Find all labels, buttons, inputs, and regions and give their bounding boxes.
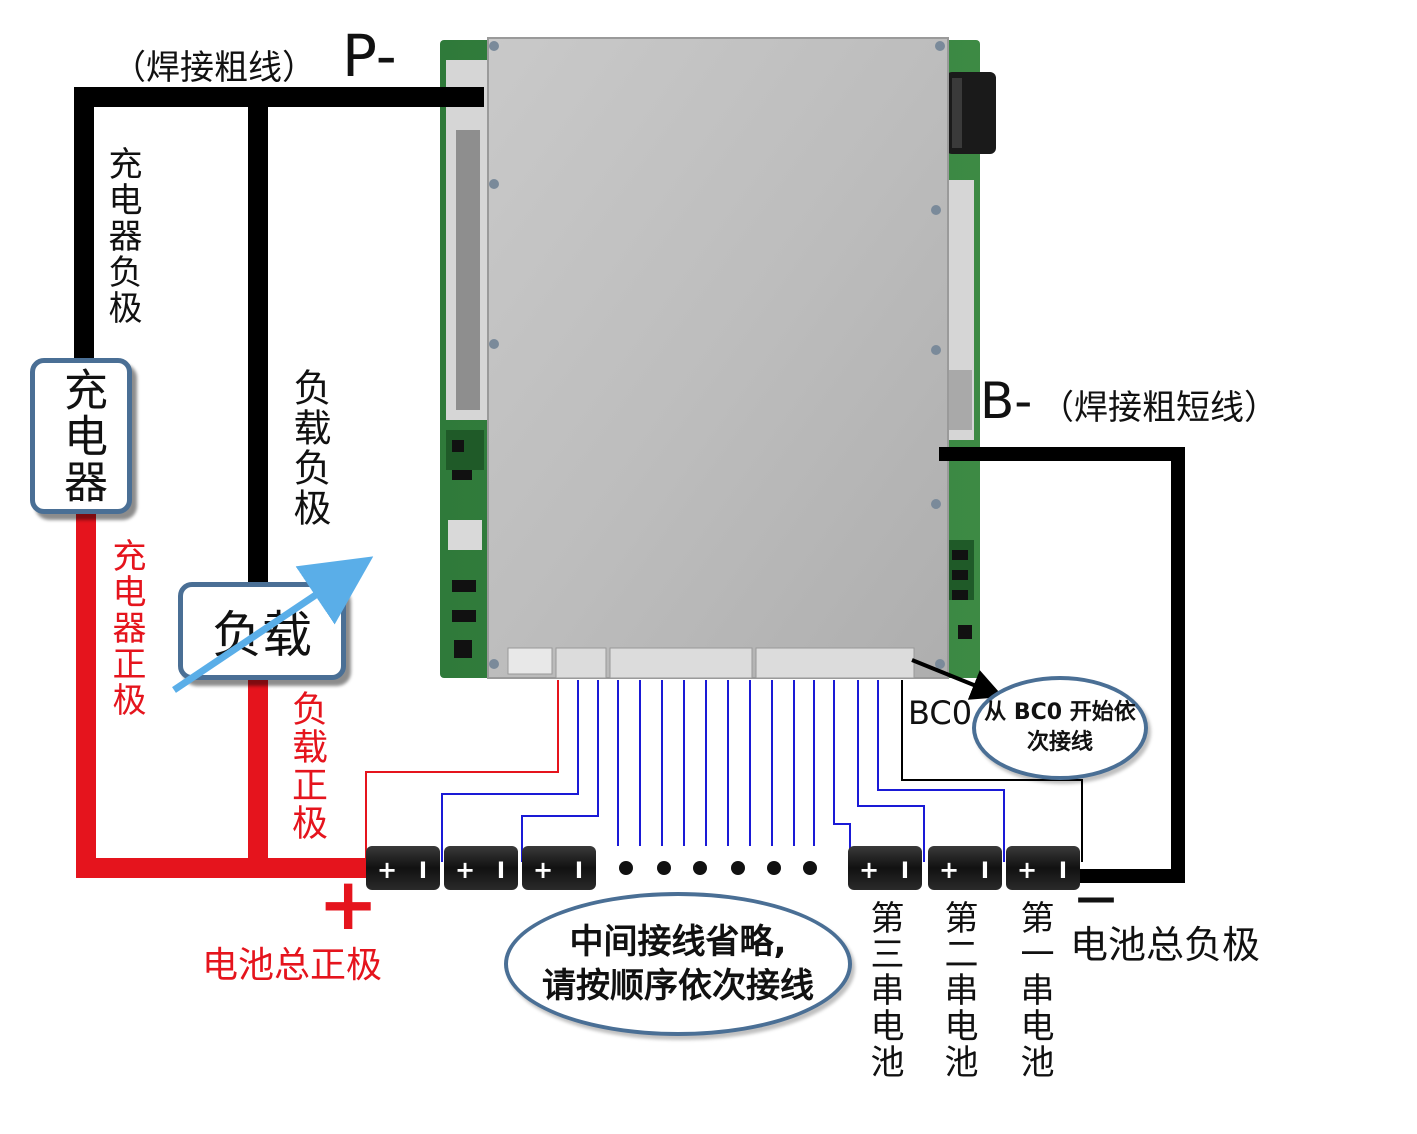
cell-plus-label: + [377,856,397,884]
cell-plus-label: + [1017,856,1037,884]
battery-cell-first-series: + I [1006,846,1080,890]
b-minus-label: B- [980,372,1033,430]
load-positive-label: 负载正极 [286,690,327,842]
load-box: 负载 [178,582,346,680]
bc0-label: BC0 [908,694,973,732]
charger-label: 充电器 [56,367,107,505]
middle-note-line-1: 中间接线省略, [569,921,787,962]
bc0-note-line-1: 从 BC0 开始依 [984,700,1136,726]
battery-total-negative-label: 电池总负极 [1070,923,1261,967]
bms-pcb-board [440,37,996,679]
battery-cell-third-series: + I [848,846,922,890]
third-series-battery-label: 第三串电池 [864,900,904,1080]
positive-wires [76,506,378,878]
cell-plus-label: + [859,856,879,884]
cell-minus-label: I [497,859,505,884]
total-positive-sign: + [318,862,379,946]
p-minus-label: P- [342,22,397,90]
cell-minus-label: I [981,859,989,884]
total-negative-sign: — [1076,875,1116,921]
battery-cell-3: + I [522,846,596,890]
charger-positive-label: 充电器正极 [106,538,146,718]
cell-minus-label: I [419,859,427,884]
second-series-battery-label: 第二串电池 [938,900,978,1080]
battery-total-positive-label: 电池总正极 [202,945,383,986]
b-minus-note: （焊接粗短线） [1040,388,1278,428]
charger-box: 充电器 [30,358,132,514]
p-minus-note: （焊接粗线） [112,48,316,88]
negative-wires [74,87,1185,883]
bc0-pointer-arrow [911,658,1004,700]
cell-plus-label: + [939,856,959,884]
omitted-cells-dots [619,861,817,875]
cell-plus-label: + [533,856,553,884]
cell-minus-label: I [901,859,909,884]
balance-wires [365,680,1083,862]
cell-plus-label: + [455,856,475,884]
bc0-note-line-2: 次接线 [1026,730,1093,755]
first-series-battery-label: 第一串电池 [1014,900,1054,1080]
cell-minus-label: I [1059,859,1067,884]
middle-wiring-note-bubble: 中间接线省略, 请按顺序依次接线 [504,892,852,1036]
middle-note-line-2: 请按顺序依次接线 [542,966,814,1006]
load-label: 负载 [212,606,312,664]
battery-cell-second-series: + I [928,846,1002,890]
charger-negative-label: 充电器负极 [102,146,142,326]
battery-cell-2: + I [444,846,518,890]
bc0-note-bubble: 从 BC0 开始依 次接线 [972,676,1148,780]
battery-cell-1: + I [366,846,440,890]
cell-minus-label: I [575,859,583,884]
load-negative-label: 负载负极 [287,368,331,528]
